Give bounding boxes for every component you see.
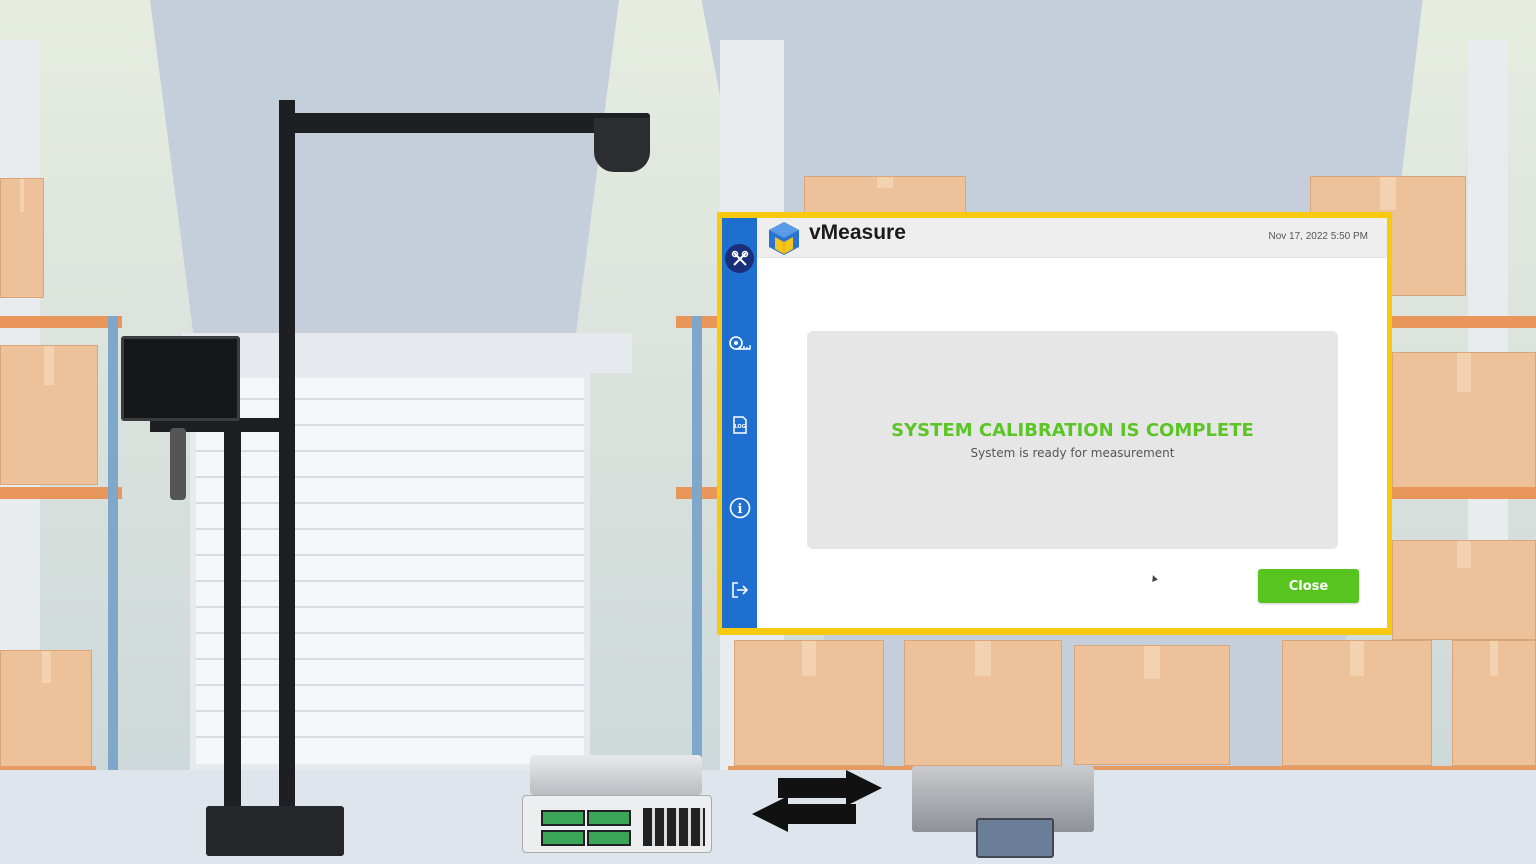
swap-arrows-icon: [752, 770, 882, 832]
stand-base: [206, 806, 344, 856]
sidebar-item-measure[interactable]: [725, 328, 754, 357]
sidebar-item-tools[interactable]: [725, 244, 754, 273]
status-panel: SYSTEM CALIBRATION IS COMPLETE System is…: [807, 331, 1338, 582]
logout-icon: [731, 581, 748, 598]
app-brand: vMeasure: [809, 221, 906, 244]
mouse-cursor-icon: [1150, 574, 1158, 582]
log-icon: LOG: [732, 415, 747, 434]
shelf-rail: [1392, 316, 1536, 328]
cardboard-box: [1392, 540, 1536, 640]
cardboard-box: [0, 650, 92, 768]
stand-monitor: [121, 336, 240, 421]
sidebar: LOG i: [722, 218, 757, 628]
shelf-rail: [0, 487, 122, 499]
sidebar-item-info[interactable]: i: [725, 493, 754, 522]
calibration-status-subtitle: System is ready for measurement: [970, 446, 1175, 460]
header-datetime: Nov 17, 2022 5:50 PM: [1268, 231, 1368, 242]
stand-pole: [279, 100, 295, 820]
stand-arm: [292, 113, 650, 133]
cardboard-box: [734, 640, 884, 766]
shelf-rail: [0, 316, 122, 328]
camera-sensor: [594, 118, 650, 172]
shipping-scale: [912, 766, 1094, 858]
tools-icon: [731, 250, 748, 266]
calibration-status-title: SYSTEM CALIBRATION IS COMPLETE: [891, 420, 1254, 441]
door-header: [182, 333, 632, 373]
cardboard-box: [804, 176, 966, 216]
cardboard-box: [1282, 640, 1432, 766]
shelf-rail: [1392, 487, 1536, 499]
cardboard-box: [1452, 640, 1536, 766]
stand-pole-secondary: [224, 425, 241, 820]
app-window: LOG i vMeasure Nov 17, 2022 5:50 PM SYST…: [722, 218, 1387, 628]
info-glyph: i: [737, 502, 742, 517]
barcode-scanner: [170, 428, 186, 500]
close-button[interactable]: Close: [1258, 569, 1359, 603]
cardboard-box: [1392, 352, 1536, 492]
tape-measure-icon: [728, 335, 751, 350]
roll-up-door: [190, 372, 590, 770]
shelf-upright: [108, 316, 118, 776]
log-glyph: LOG: [734, 424, 745, 430]
sidebar-item-log[interactable]: LOG: [725, 410, 754, 439]
app-header: vMeasure Nov 17, 2022 5:50 PM: [757, 218, 1387, 258]
cardboard-box: [0, 345, 98, 485]
cardboard-box: [0, 178, 44, 298]
cardboard-box: [904, 640, 1062, 766]
cardboard-box: [1074, 645, 1230, 765]
shelf-upright: [692, 316, 702, 776]
sidebar-item-logout[interactable]: [725, 575, 754, 604]
counting-scale: [522, 755, 712, 855]
vmeasure-logo-icon: [769, 222, 799, 255]
info-icon: i: [729, 497, 750, 518]
